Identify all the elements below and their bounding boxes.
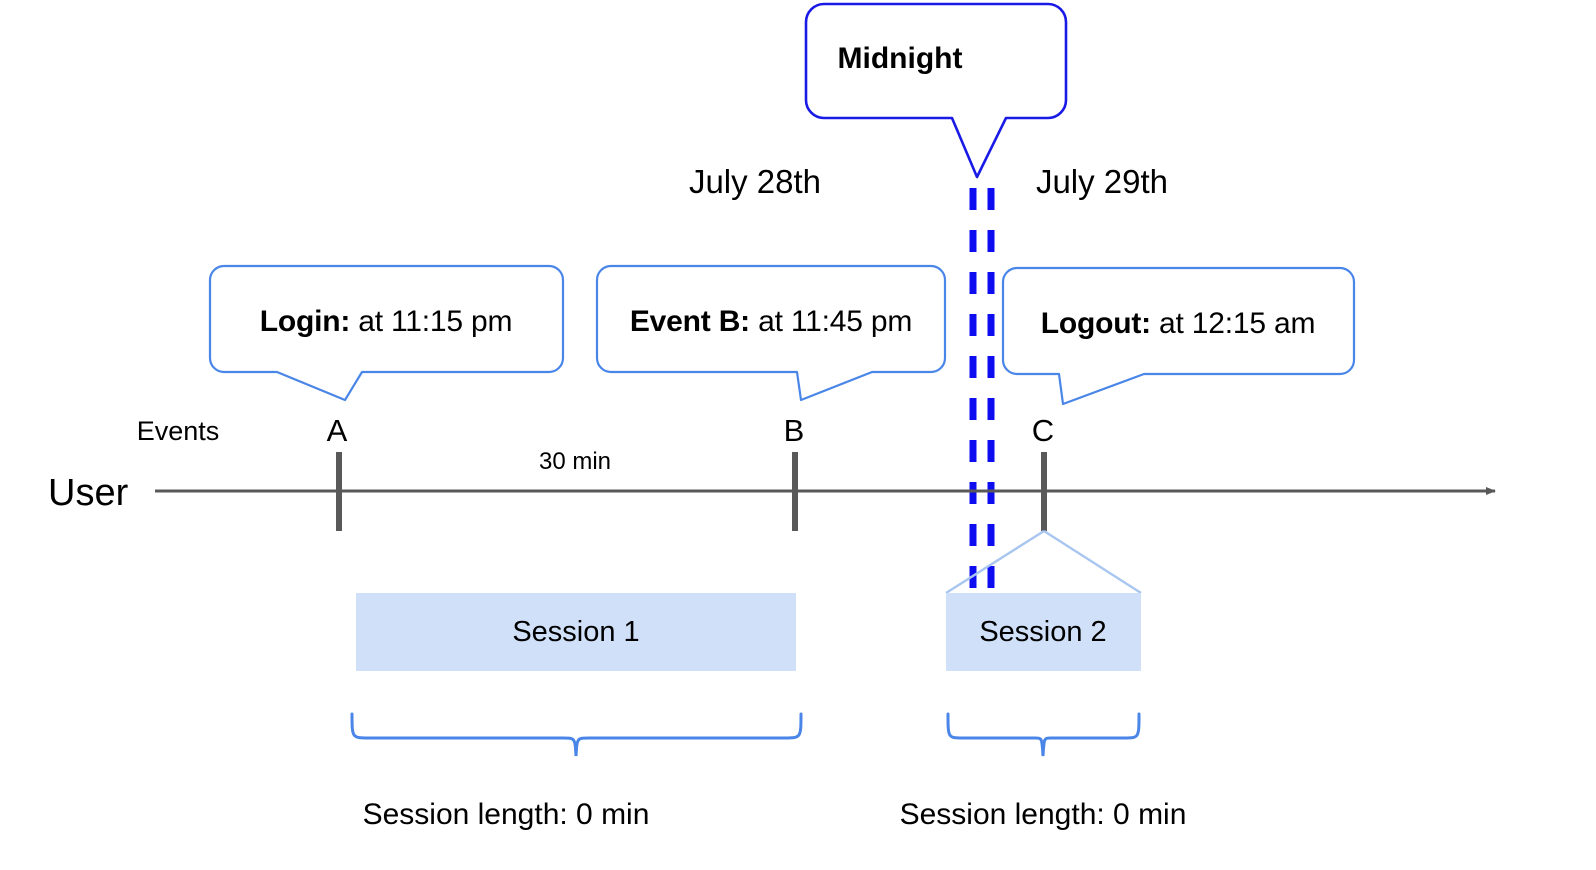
event-letter-c: C (1031, 413, 1055, 448)
callout-text-a: Login: at 11:15 pm (260, 307, 513, 337)
session-length-label-1: Session length: 0 min (362, 798, 650, 831)
callout-text-b: Event B: at 11:45 pm (630, 307, 912, 337)
brace-session-1 (350, 712, 803, 757)
callout-detail-b: at 11:45 pm (749, 305, 913, 338)
midnight-callout-shape (804, 2, 1068, 179)
callout-detail-c: at 12:15 am (1150, 307, 1316, 340)
session2-leader-right (1043, 529, 1142, 595)
date-label-july-28: July 28th (688, 163, 822, 200)
session-length-label-2: Session length: 0 min (899, 798, 1187, 831)
callout-detail-a: at 11:15 pm (350, 305, 513, 338)
brace-session-2 (946, 712, 1141, 757)
duration-label-30-min: 30 min (538, 448, 612, 475)
callout-shape-b (595, 264, 947, 402)
date-label-july-29: July 29th (1035, 163, 1169, 200)
lane-label-events: Events (136, 416, 220, 446)
callout-title-c: Logout: (1040, 307, 1151, 340)
callout-shape-a (208, 264, 565, 402)
session2-leader-left (945, 529, 1045, 595)
callout-title-a: Login: (259, 305, 351, 338)
callout-title-b: Event B: (629, 305, 750, 338)
midnight-label: Midnight (837, 42, 963, 75)
event-letter-a: A (326, 413, 348, 448)
lane-label-user: User (48, 472, 129, 514)
session-label-1: Session 1 (512, 616, 640, 648)
event-letter-b: B (783, 413, 805, 448)
callout-text-c: Logout: at 12:15 am (1041, 309, 1316, 339)
session-label-2: Session 2 (979, 616, 1107, 648)
session-bar-2 (946, 593, 1141, 671)
session-bar-1 (356, 593, 796, 671)
callout-shape-c (1001, 266, 1356, 406)
